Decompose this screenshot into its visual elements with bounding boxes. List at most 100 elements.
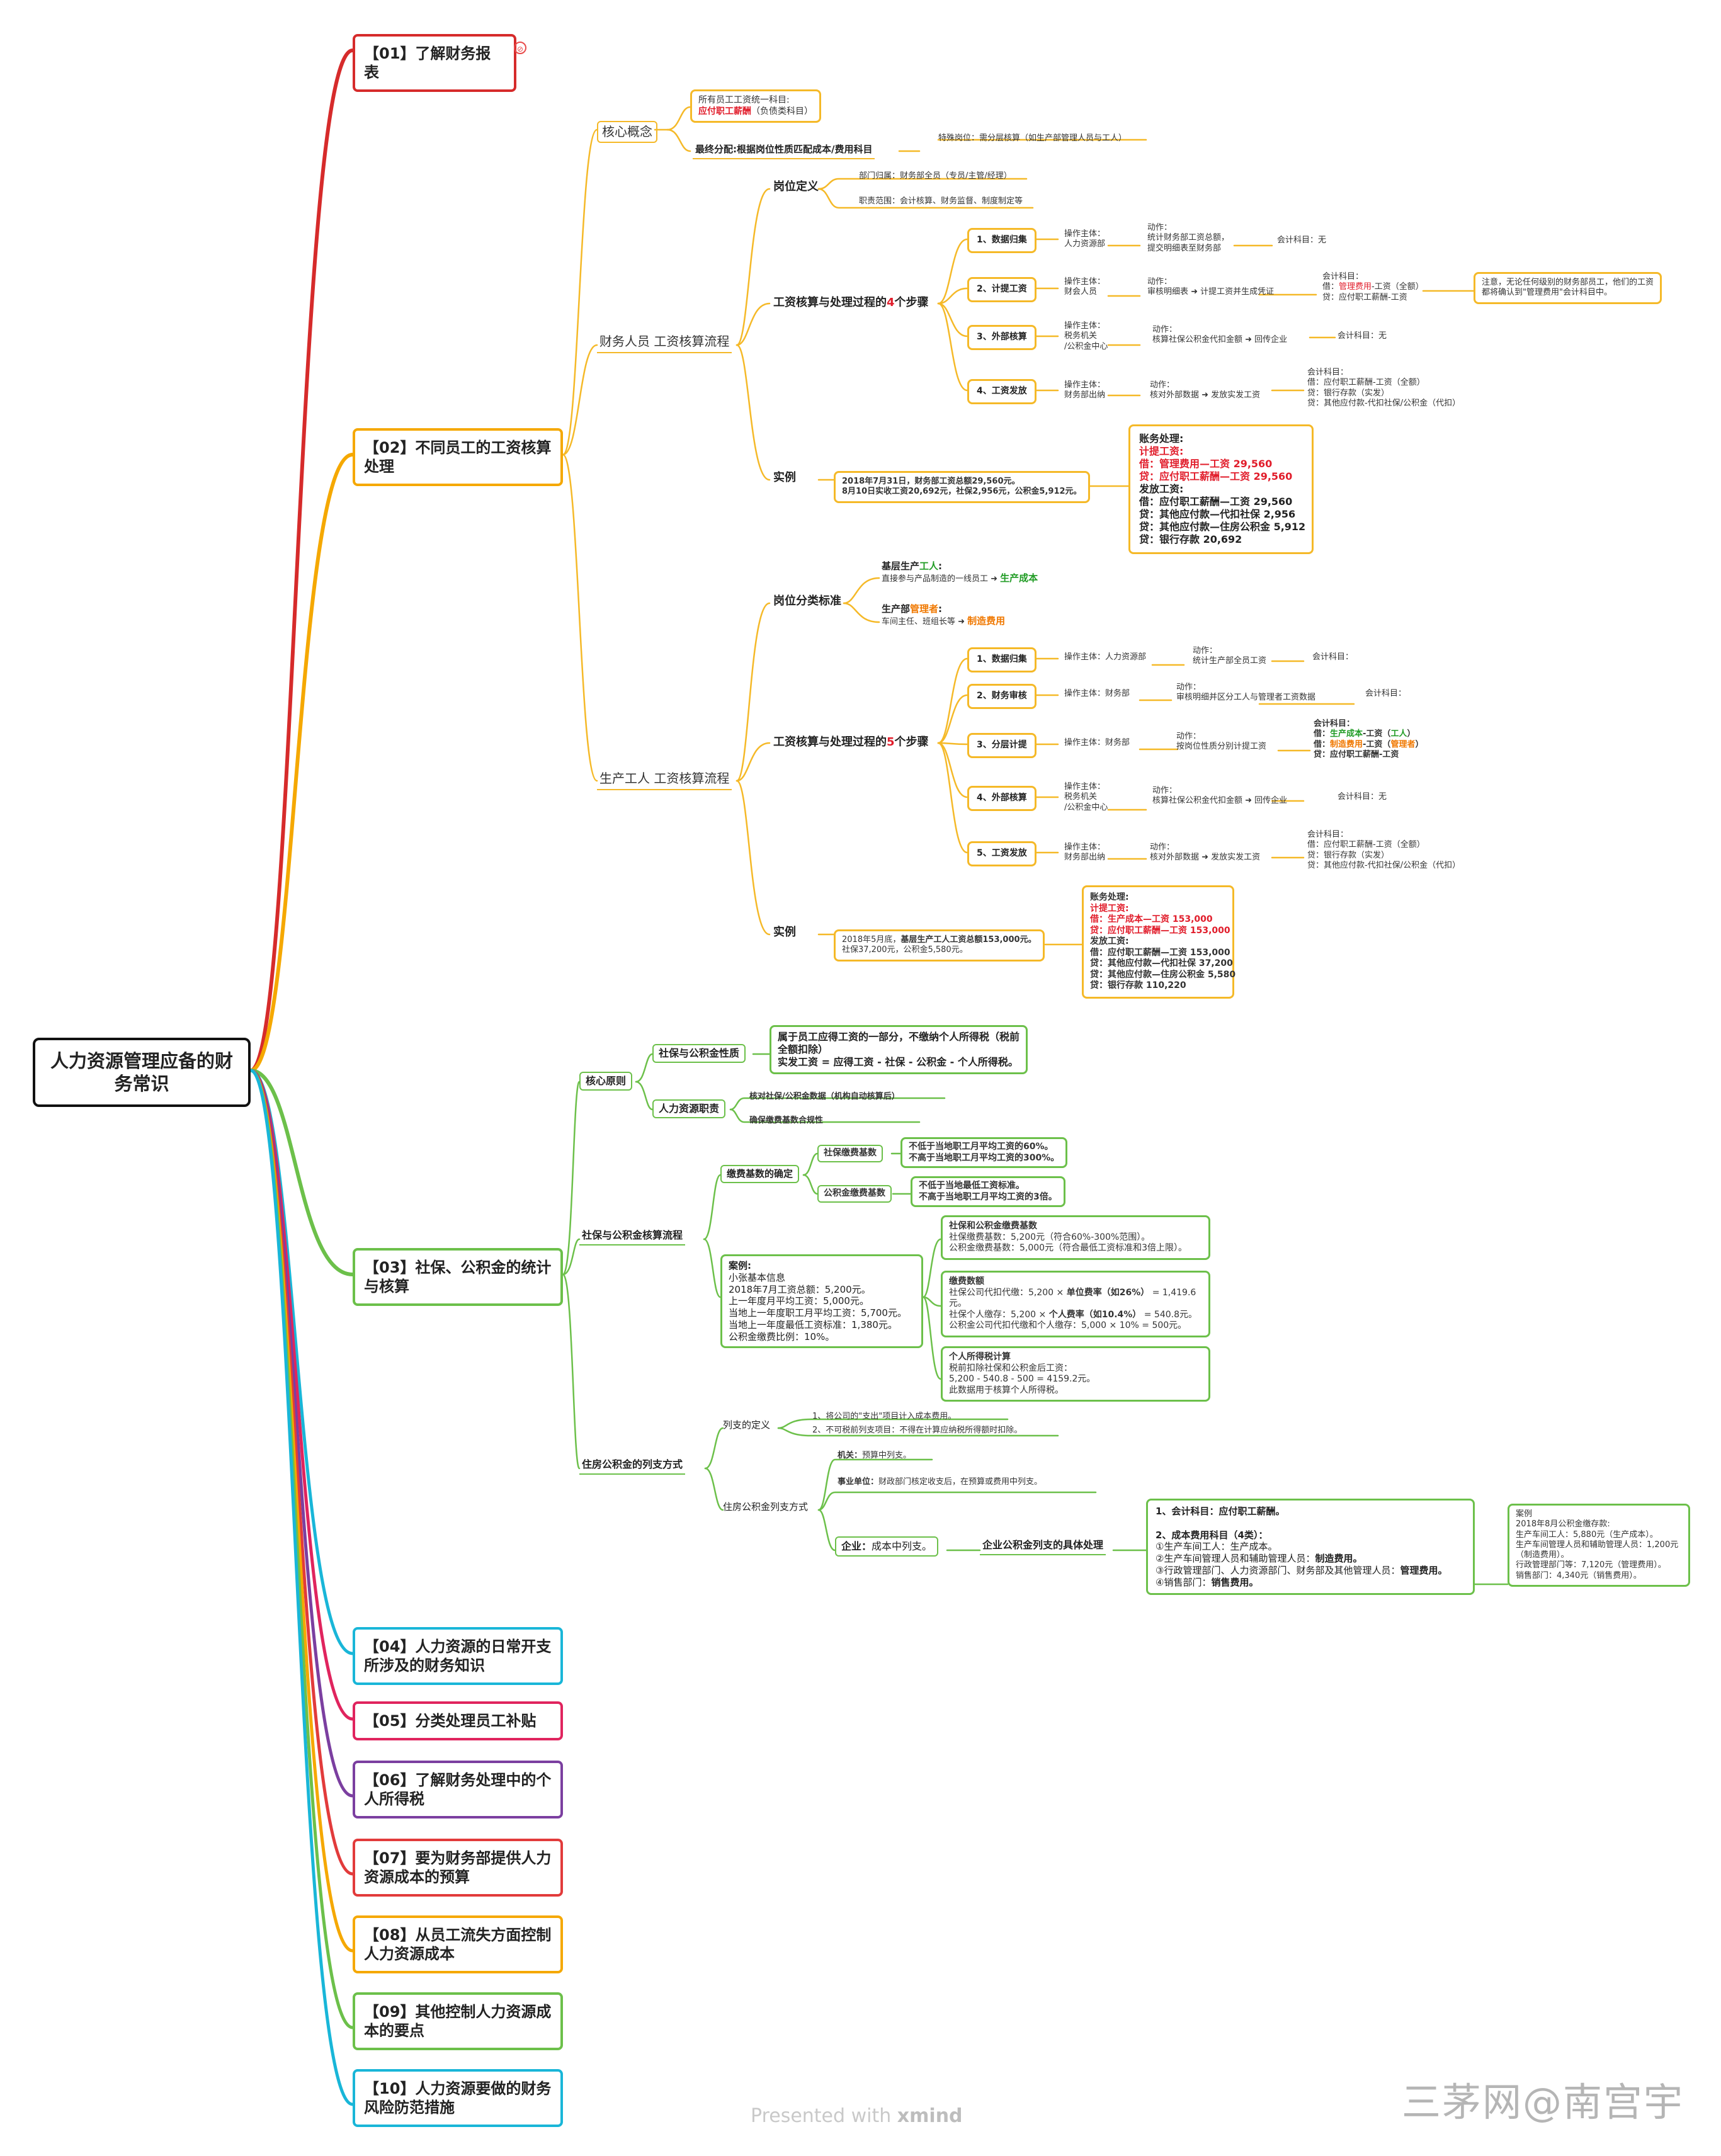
- special-post: 特殊岗位：需分层核算（如生产部管理人员与工人）: [938, 133, 1127, 143]
- b03-c2[interactable]: 缴费数额 社保公司代扣代缴：5,200 × 单位费率（如26%） = 1,419…: [941, 1271, 1210, 1337]
- fin-pos-1: 部门归属：财务部全员（专员/主管/经理）: [859, 171, 1012, 181]
- link-icon[interactable]: ⊘: [514, 42, 526, 54]
- fin-s4-act: 动作：核对外部数据 ➜ 发放实发工资: [1150, 380, 1261, 400]
- prod-s3-act: 动作：按岗位性质分别计提工资: [1176, 732, 1267, 752]
- unify-line-1: 所有员工工资统一科目:: [698, 95, 790, 105]
- prod-step-2[interactable]: 2、财务审核: [967, 684, 1037, 709]
- b03-housing-fund[interactable]: 住房公积金的列支方式: [579, 1458, 686, 1475]
- prod-step-4[interactable]: 4、外部核算: [967, 786, 1037, 811]
- fin-s2-act: 动作：审核明细表 ➜ 计提工资并生成凭证: [1147, 277, 1275, 297]
- b03-def-1: 1、将公司的"支出"项目计入成本费用。: [812, 1412, 957, 1421]
- prod-step-1[interactable]: 1、数据归集: [967, 647, 1037, 672]
- prod-s4-acc: 会计科目：无: [1338, 792, 1387, 802]
- b03-ss-range[interactable]: 不低于当地职工月平均工资的60%。不高于当地职工月平均工资的300%。: [900, 1137, 1068, 1168]
- fin-s2-note[interactable]: 注意，无论任何级别的财务部员工，他们的工资都将确认到"管理费用"会计科目中。: [1474, 272, 1662, 304]
- b03-ent[interactable]: 企业公积金列支的具体处理: [980, 1539, 1106, 1555]
- branch-10[interactable]: 【10】人力资源要做的财务风险防范措施: [353, 2069, 563, 2127]
- prod-classification[interactable]: 岗位分类标准: [773, 594, 841, 608]
- branch-09[interactable]: 【09】其他控制人力资源成本的要点: [353, 1992, 563, 2050]
- final-text: 根据岗位性质匹配成本/费用科目: [737, 144, 873, 155]
- fin-s3-op: 操作主体：税务机关/公积金中心: [1064, 321, 1108, 351]
- b03-ent-example[interactable]: 案例 2018年8月公积金缴存款: 生产车间工人：5,880元（生产成本）。 生…: [1508, 1504, 1690, 1587]
- prod-worker[interactable]: 基层生产工人:直接参与产品制造的一线员工 ➜ 生产成本: [882, 560, 1038, 584]
- fin-s3-act: 动作：核算社保公积金代扣金额 ➜ 回传企业: [1152, 325, 1288, 345]
- b03-way-2: 事业单位：财政部门核定收支后，在预算或费用中列支。: [838, 1477, 1043, 1487]
- presented-with-footer: Presented with xmind: [751, 2105, 963, 2127]
- fin-step-3[interactable]: 3、外部核算: [967, 325, 1037, 350]
- branch-07[interactable]: 【07】要为财务部提供人力资源成本的预算: [353, 1839, 563, 1897]
- prod-accounting[interactable]: 账务处理: 计提工资: 借：生产成本—工资 153,000 贷：应付职工薪酬—工…: [1082, 885, 1235, 999]
- fin-pos-2: 职责范围：会计核算、财务监督、制度制定等: [859, 196, 1023, 206]
- unify-account-type: （负债类科目）: [751, 106, 813, 116]
- prod-s2-op: 操作主体：财务部: [1064, 689, 1130, 698]
- prod-example-text[interactable]: 2018年5月底，基层生产工人工资总额153,000元。社保37,200元，公积…: [834, 929, 1045, 962]
- prod-s2-acc: 会计科目：: [1365, 689, 1407, 698]
- b03-ent-detail[interactable]: 1、会计科目：应付职工薪酬。 2、成本费用科目（4类）： ①生产车间工人：生产成…: [1146, 1499, 1475, 1596]
- prod-s5-op: 操作主体：财务部出纳: [1064, 843, 1106, 863]
- prod-step-5[interactable]: 5、工资发放: [967, 841, 1037, 866]
- fin-step-4[interactable]: 4、工资发放: [967, 379, 1037, 404]
- fin-s3-acc: 会计科目：无: [1338, 331, 1387, 341]
- fin-example-text[interactable]: 2018年7月31日，财务部工资总额29,560元。8月10日实收工资20,69…: [834, 471, 1090, 503]
- prod-s1-acc: 会计科目：: [1312, 652, 1354, 662]
- fin-s1-acc: 会计科目：无: [1277, 235, 1327, 245]
- fin-s4-acc: 会计科目：借：应付职工薪酬-工资（全额）贷：银行存款（实发）贷：其他应付款-代扣…: [1307, 368, 1461, 408]
- fin-example[interactable]: 实例: [773, 471, 796, 484]
- fin-s1-op: 操作主体：人力资源部: [1064, 229, 1106, 249]
- fin-s2-op: 操作主体：财会人员: [1064, 277, 1106, 297]
- b03-ss-base[interactable]: 社保缴费基数: [817, 1145, 883, 1162]
- prod-manager[interactable]: 生产部管理者:车间主任、班组长等 ➜ 制造费用: [882, 603, 1006, 627]
- prod-s4-op: 操作主体：税务机关/公积金中心: [1064, 782, 1108, 812]
- prod-s3-op: 操作主体：财务部: [1064, 738, 1130, 747]
- prod-steps-title[interactable]: 工资核算与处理过程的5个步骤: [773, 735, 929, 749]
- fin-accounting[interactable]: 账务处理: 计提工资: 借：管理费用—工资 29,560 贷：应付职工薪酬—工资…: [1128, 424, 1314, 554]
- fin-steps-a: 工资核算与处理过程的: [773, 296, 887, 309]
- b03-hr-1: 核对社保/公积金数据（机构自动核算后）: [749, 1092, 900, 1101]
- b03-def-2: 2、不可税前列支项目：不得在计算应纳税所得额时扣除。: [812, 1426, 1023, 1435]
- finance-staff-flow[interactable]: 财务人员 工资核算流程: [597, 334, 732, 353]
- branch-05[interactable]: 【05】分类处理员工补贴: [353, 1701, 563, 1740]
- fin-s2-acc: 会计科目：借：管理费用-工资（全额）贷：应付职工薪酬-工资: [1322, 272, 1424, 302]
- b03-nature[interactable]: 社保与公积金性质: [652, 1044, 746, 1063]
- prod-s1-act: 动作：统计生产部全员工资: [1193, 646, 1267, 666]
- b03-way-1: 机关：预算中列支。: [838, 1451, 912, 1460]
- branch-08[interactable]: 【08】从员工流失方面控制人力资源成本: [353, 1915, 563, 1973]
- fin-step-2[interactable]: 2、计提工资: [967, 277, 1037, 302]
- b03-c3[interactable]: 个人所得税计算税前扣除社保和公积金后工资：5,200 - 540.8 - 500…: [941, 1346, 1210, 1402]
- prod-s4-act: 动作：核算社保公积金代扣金额 ➜ 回传企业: [1152, 786, 1288, 806]
- b03-way[interactable]: 住房公积金列支方式: [723, 1501, 809, 1512]
- fin-step-1[interactable]: 1、数据归集: [967, 228, 1037, 253]
- branch-03[interactable]: 【03】社保、公积金的统计与核算: [353, 1248, 563, 1306]
- b03-hf-base[interactable]: 公积金缴费基数: [817, 1185, 892, 1203]
- b03-def[interactable]: 列支的定义: [723, 1419, 771, 1431]
- b03-nature-text[interactable]: 属于员工应得工资的一部分，不缴纳个人所得税（税前全额扣除）实发工资 = 应得工资…: [770, 1025, 1028, 1074]
- unify-account[interactable]: 所有员工工资统一科目: 应付职工薪酬（负债类科目）: [690, 89, 821, 123]
- b03-base[interactable]: 缴费基数的确定: [720, 1165, 800, 1183]
- prod-example[interactable]: 实例: [773, 926, 796, 939]
- fin-post-def[interactable]: 岗位定义: [773, 180, 819, 193]
- prod-s2-act: 动作：审核明细并区分工人与管理者工资数据: [1176, 683, 1316, 703]
- prod-step-3[interactable]: 3、分层计提: [967, 733, 1037, 758]
- branch-01[interactable]: 【01】了解财务报表: [353, 34, 516, 92]
- production-worker-flow[interactable]: 生产工人 工资核算流程: [597, 771, 732, 790]
- final-allocation[interactable]: 最终分配:根据岗位性质匹配成本/费用科目: [693, 144, 875, 159]
- b03-hf-range[interactable]: 不低于当地最低工资标准。不高于当地职工月平均工资的3倍。: [911, 1176, 1065, 1207]
- branch-02[interactable]: 【02】不同员工的工资核算处理: [353, 428, 563, 486]
- b03-hr-2: 确保缴费基数合规性: [749, 1116, 824, 1125]
- b03-calc[interactable]: 社保与公积金核算流程: [579, 1229, 686, 1245]
- core-concept[interactable]: 核心概念: [597, 121, 657, 143]
- b03-c1[interactable]: 社保和公积金缴费基数社保缴费基数：5,200元（符合60%-300%范围）。公积…: [941, 1215, 1210, 1260]
- fin-steps-b: 个步骤: [894, 296, 929, 309]
- prod-s3-acc: 会计科目： 借：生产成本-工资（工人） 借：制造费用-工资（管理者） 贷：应付职…: [1314, 719, 1424, 759]
- branch-06[interactable]: 【06】了解财务处理中的个人所得税: [353, 1761, 563, 1818]
- b03-core[interactable]: 核心原则: [579, 1072, 633, 1091]
- branch-04[interactable]: 【04】人力资源的日常开支所涉及的财务知识: [353, 1627, 563, 1685]
- prod-s1-op: 操作主体：人力资源部: [1064, 652, 1147, 662]
- root-topic[interactable]: 人力资源管理应备的财务常识: [33, 1038, 251, 1107]
- fin-steps-title[interactable]: 工资核算与处理过程的4个步骤: [773, 296, 929, 310]
- b03-hr[interactable]: 人力资源职责: [652, 1099, 726, 1118]
- b03-case[interactable]: 案例: 小张基本信息 2018年7月工资总额：5,200元。 上一年度月平均工资…: [720, 1254, 923, 1349]
- b03-way-3[interactable]: 企业：成本中列支。: [835, 1536, 939, 1557]
- xmind-logo: xmind: [897, 2105, 963, 2127]
